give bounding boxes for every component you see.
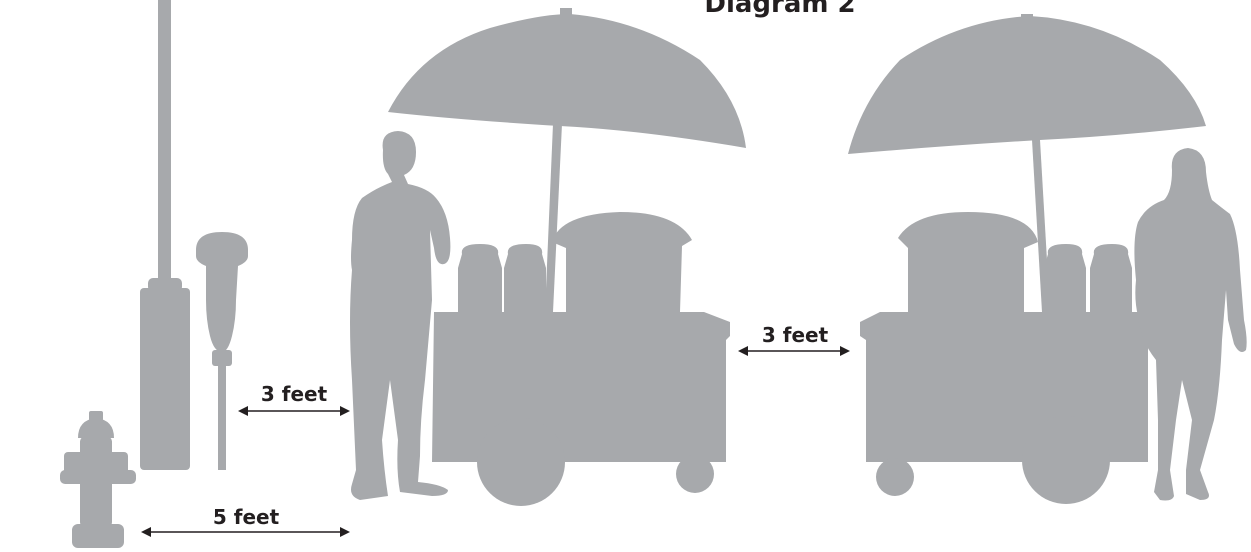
parking-meter-icon: [196, 232, 248, 470]
measurement-pole-to-cart: 5 feet: [141, 505, 350, 537]
woman-vendor-icon: [1134, 148, 1246, 501]
measurement-cart-to-cart: 3 feet: [738, 323, 850, 356]
lamp-post-icon: [140, 0, 190, 470]
measurement-meter-to-cart: 3 feet: [238, 382, 350, 416]
fire-hydrant-icon: [60, 411, 136, 548]
measurement-label: 3 feet: [762, 323, 829, 347]
measurement-label: 3 feet: [261, 382, 328, 406]
measurement-label: 5 feet: [213, 505, 280, 529]
diagram-title: Diagram 2: [704, 0, 855, 19]
